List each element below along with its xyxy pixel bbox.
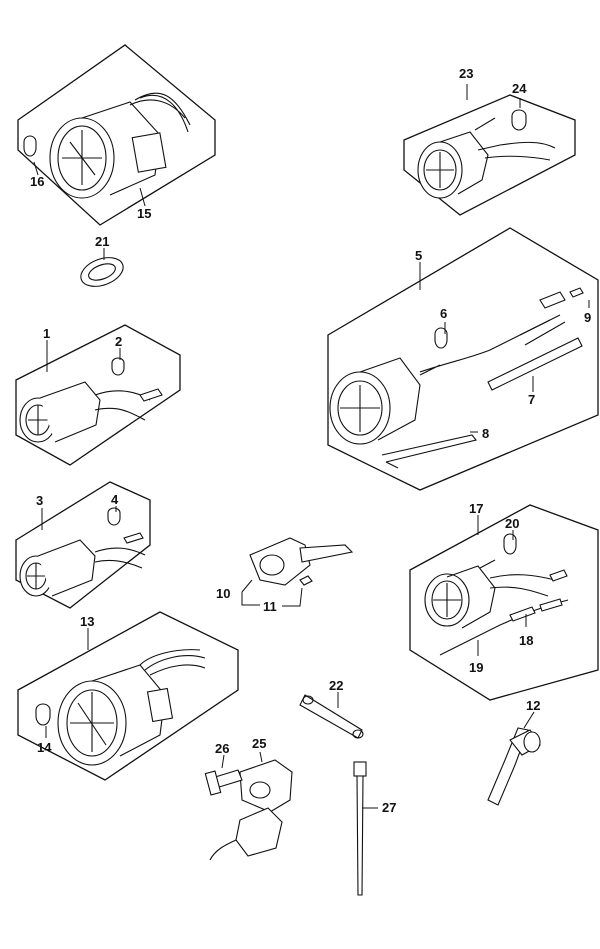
group-1-meter: [15, 324, 181, 466]
part-number-6: 6: [440, 306, 447, 321]
part-number-4: 4: [111, 492, 119, 507]
group-13-meter: [17, 611, 239, 781]
part-number-10: 10: [216, 586, 230, 601]
part-number-26: 26: [215, 741, 229, 756]
part-number-13: 13: [80, 614, 94, 629]
part-number-1: 1: [43, 326, 50, 341]
part-number-23: 23: [459, 66, 473, 81]
part-number-8: 8: [482, 426, 489, 441]
group-23-meter: [403, 94, 576, 216]
part-number-14: 14: [37, 740, 52, 755]
part-number-27: 27: [382, 800, 396, 815]
part-number-5: 5: [415, 248, 422, 263]
group-5-speedometer: [327, 227, 599, 491]
part-number-3: 3: [36, 493, 43, 508]
part-26-bolt: [204, 769, 243, 796]
group-3-meter: [15, 481, 151, 609]
part-number-25: 25: [252, 736, 266, 751]
part-25-switch: [209, 759, 293, 861]
part-number-7: 7: [528, 392, 535, 407]
part-22-clip: [299, 694, 364, 739]
part-number-22: 22: [329, 678, 343, 693]
part-12-sender: [487, 727, 541, 806]
group-17-meter: [409, 504, 599, 701]
part-10-bracket: [249, 537, 354, 586]
part-21-grommet: [80, 257, 124, 287]
part-number-20: 20: [505, 516, 519, 531]
part-number-12: 12: [526, 698, 540, 713]
part-27-cable-tie: [353, 761, 367, 896]
part-number-19: 19: [469, 660, 483, 675]
part-number-15: 15: [137, 206, 151, 221]
part-number-2: 2: [115, 334, 122, 349]
part-number-18: 18: [519, 633, 533, 648]
part-number-17: 17: [469, 501, 483, 516]
part-number-9: 9: [584, 310, 591, 325]
part-number-16: 16: [30, 174, 44, 189]
group-15-meter: [17, 44, 216, 226]
part-number-24: 24: [512, 81, 527, 96]
part-number-11: 11: [263, 599, 277, 614]
part-number-21: 21: [95, 234, 109, 249]
